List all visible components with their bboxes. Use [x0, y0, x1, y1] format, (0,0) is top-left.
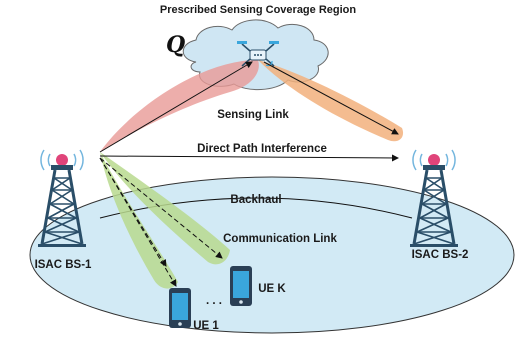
comm-arrow-ue-mid: [99, 157, 167, 267]
sensing-beam-orange: [258, 60, 404, 142]
base-station-tower-icon-bs1: [38, 149, 86, 247]
direct-path-arrow: [99, 154, 399, 162]
ue-ellipsis: . . .: [206, 295, 222, 307]
comm-beam-green-2: [100, 152, 230, 265]
region-symbol: Q: [166, 32, 185, 58]
sensing-link-label: Sensing Link: [217, 109, 289, 121]
communication-link-label: Communication Link: [223, 233, 337, 245]
drone-icon: [237, 41, 279, 67]
smartphone-icon-uek: [230, 266, 252, 306]
sensing-arrow-to-target: [99, 61, 253, 153]
diagram-title: Prescribed Sensing Coverage Region: [160, 4, 357, 16]
backhaul-arc: [99, 197, 413, 219]
backhaul-label: Backhaul: [230, 194, 281, 206]
direct-path-interference-label: Direct Path Interference: [197, 143, 327, 155]
bs1-label: ISAC BS-1: [35, 259, 92, 271]
uek-label: UE K: [258, 283, 286, 295]
smartphone-icon-ue1: [169, 288, 191, 328]
base-station-tower-icon-bs2: [410, 149, 458, 247]
ue1-label: UE 1: [193, 320, 219, 332]
coverage-ellipse: [29, 176, 515, 334]
comm-arrow-uek: [99, 157, 223, 259]
sensing-arrow-to-bs2: [263, 61, 399, 135]
bs2-label: ISAC BS-2: [412, 249, 469, 261]
